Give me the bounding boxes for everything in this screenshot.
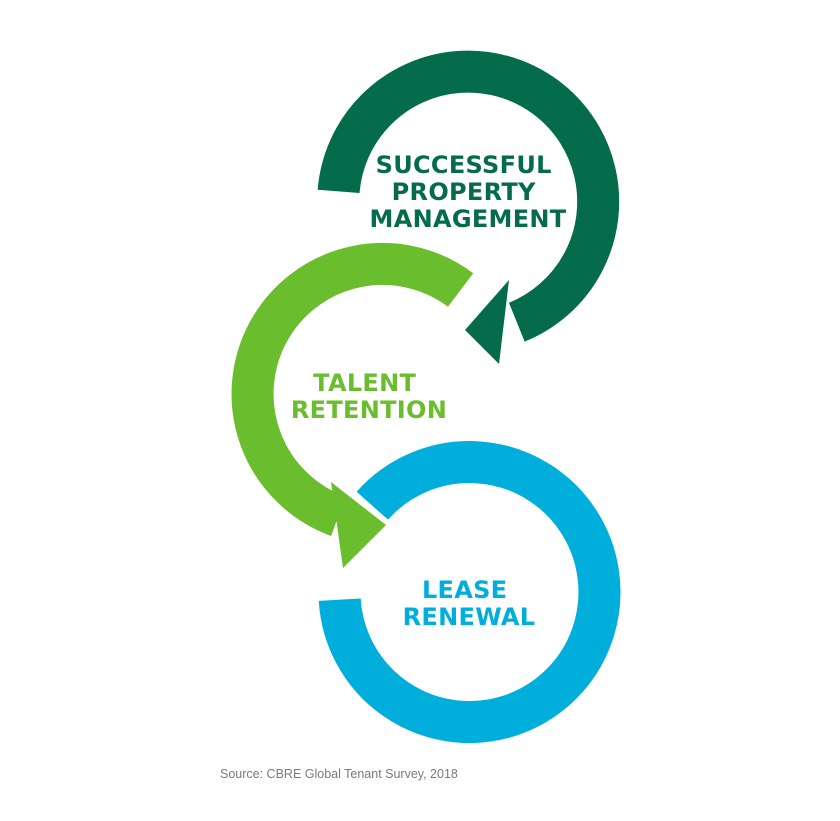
property-management-label: SUCCESSFUL PROPERTY MANAGEMENT <box>370 151 567 233</box>
property-management-ring <box>317 50 620 364</box>
lease-renewal-label: LEASE RENEWAL <box>403 576 536 631</box>
talent-retention-arc <box>231 242 474 536</box>
property-management-line1: SUCCESSFUL <box>376 151 552 179</box>
property-management-line2: PROPERTY <box>392 178 536 206</box>
property-management-line3: MANAGEMENT <box>370 205 567 233</box>
lease-renewal-line2: RENEWAL <box>403 603 536 631</box>
lease-renewal-arc <box>318 441 621 744</box>
lease-renewal-line1: LEASE <box>422 576 507 604</box>
talent-retention-arrowhead <box>331 482 386 568</box>
talent-retention-ring <box>231 242 474 568</box>
talent-retention-line2: RETENTION <box>291 396 447 424</box>
talent-retention-label: TALENT RETENTION <box>291 369 447 424</box>
property-management-arrowhead <box>465 280 509 364</box>
talent-retention-line1: TALENT <box>313 369 416 397</box>
lease-renewal-ring <box>318 441 621 744</box>
source-note: Source: CBRE Global Tenant Survey, 2018 <box>220 767 458 781</box>
property-management-arc <box>317 50 620 342</box>
